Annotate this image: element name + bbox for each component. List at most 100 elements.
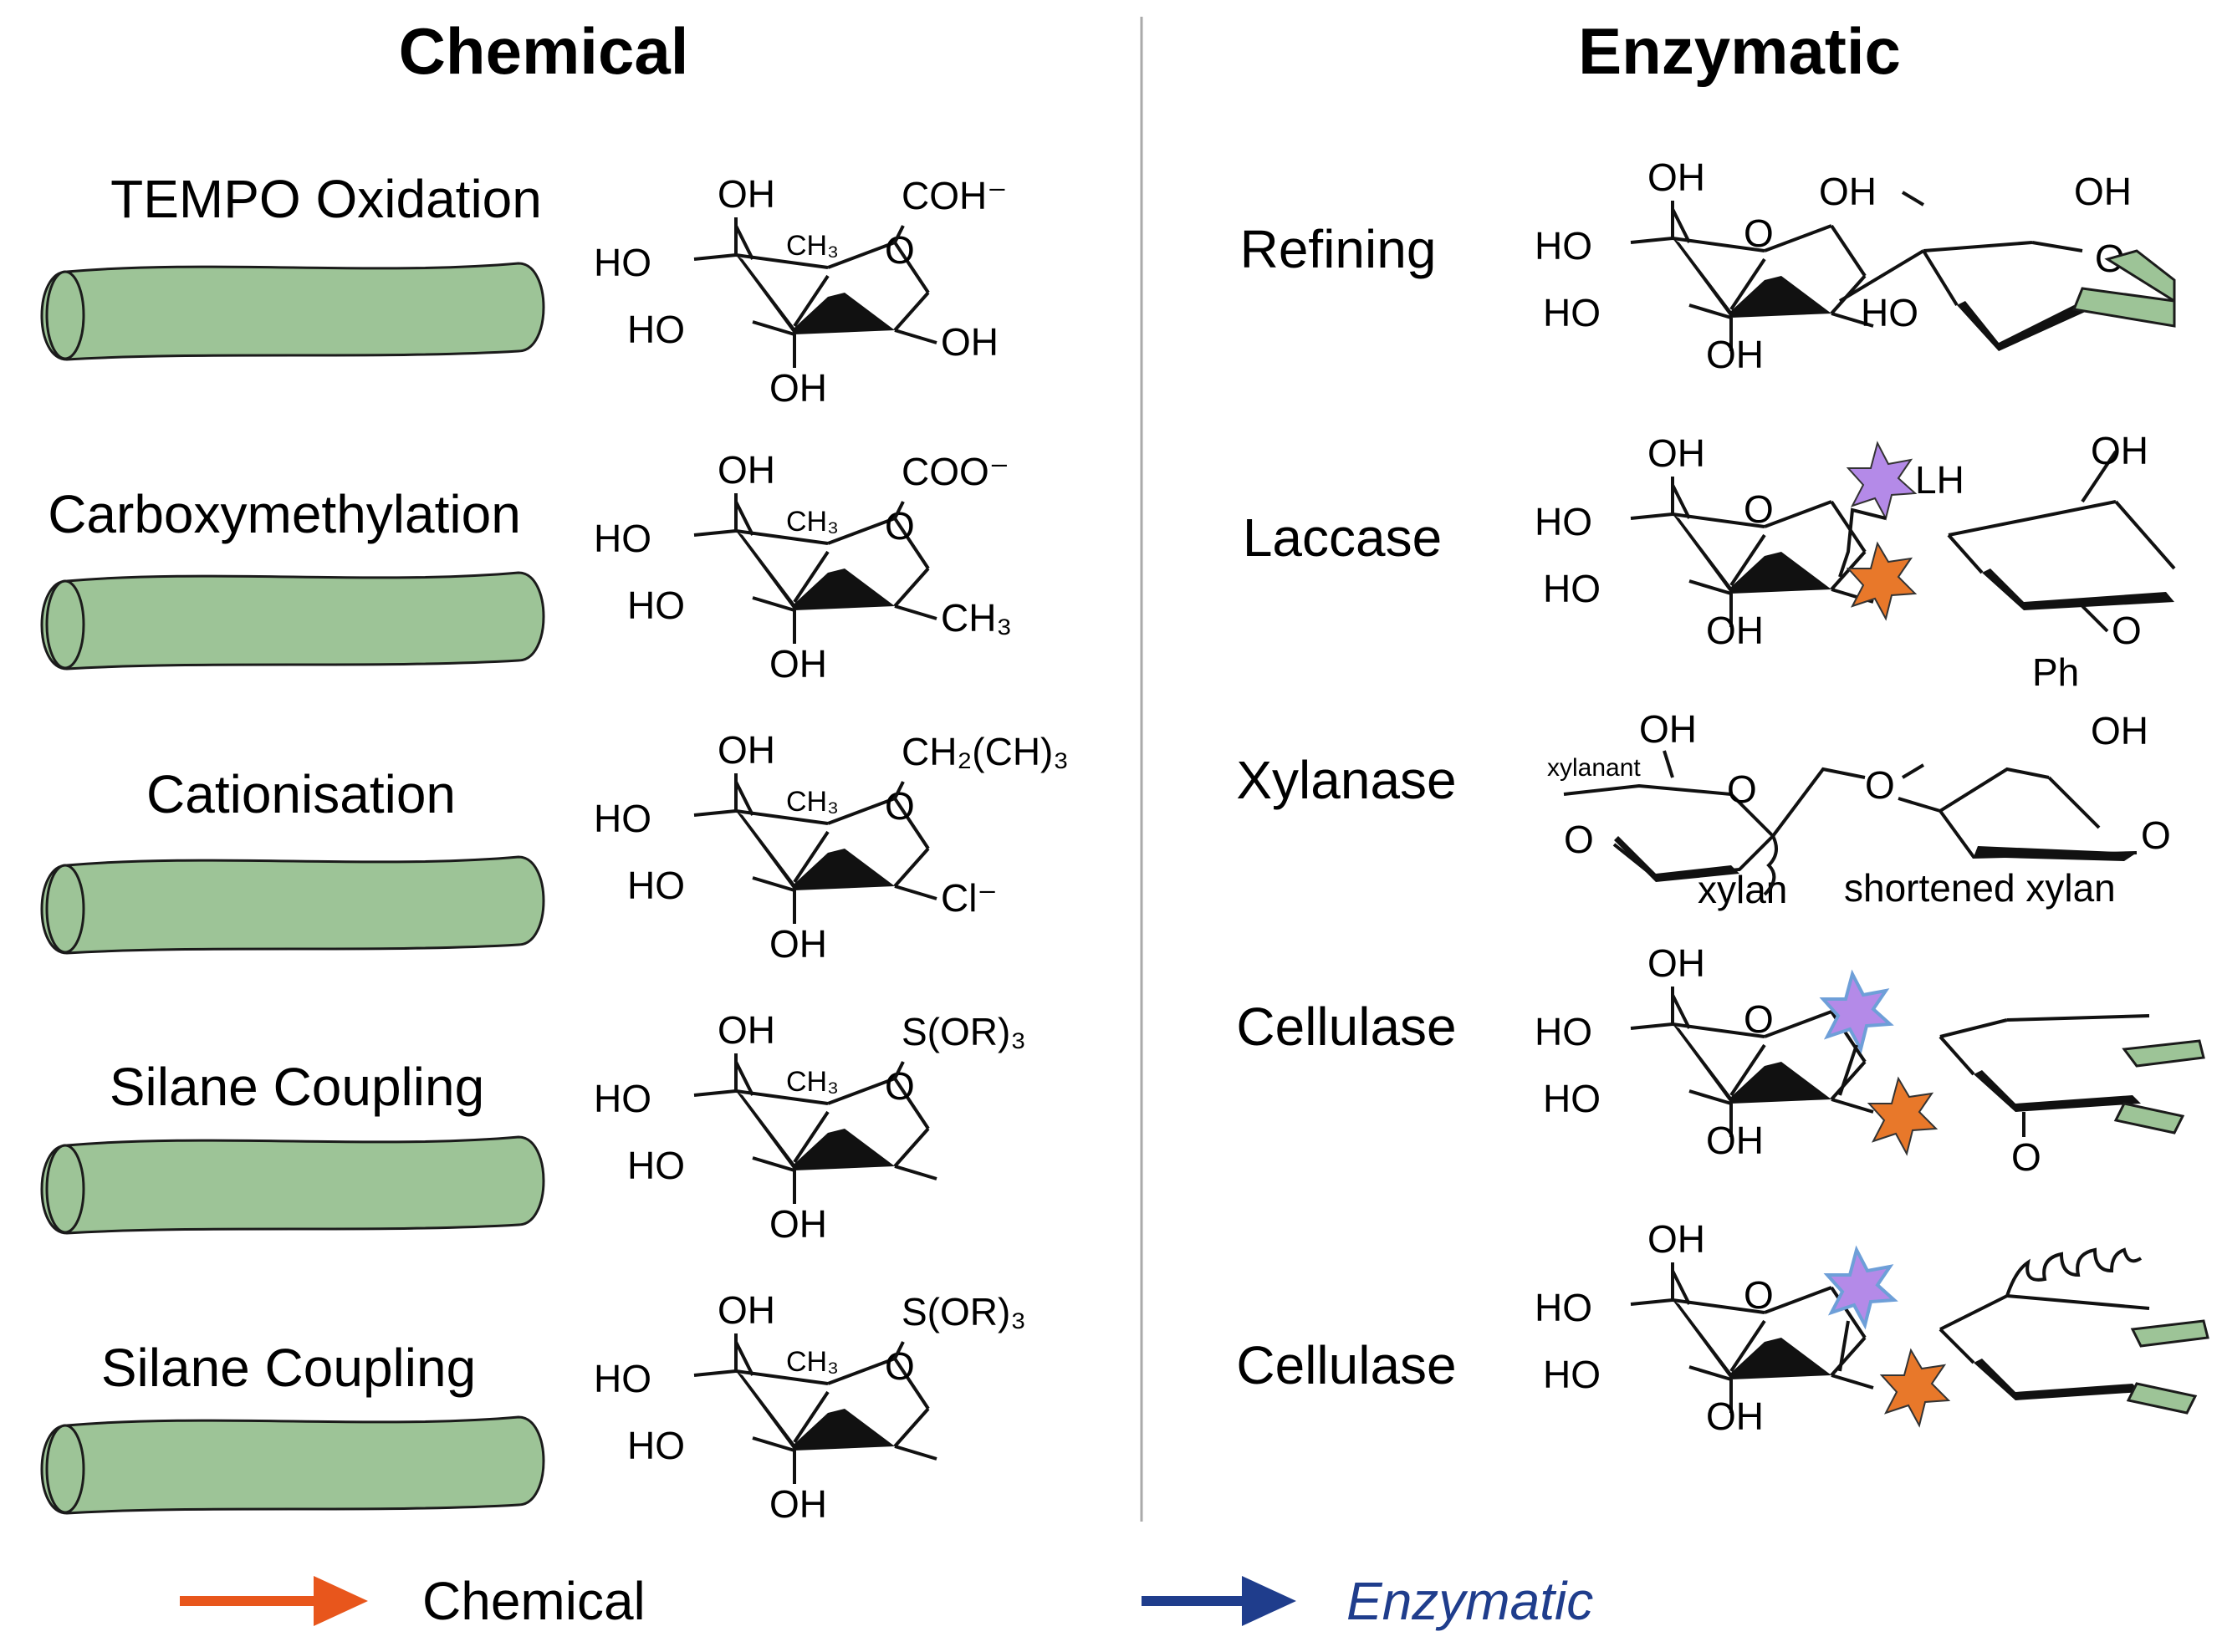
legend: Chemical Enzymatic xyxy=(180,1571,1593,1631)
oh-top: OH xyxy=(718,448,775,492)
substituent-top: S(OR)₃ xyxy=(902,1290,1026,1333)
chemical-label-1: TEMPO Oxidation xyxy=(110,169,542,229)
enzymatic-label-1: Refining xyxy=(1240,219,1437,279)
ether-o: O xyxy=(2011,1135,2041,1179)
lh-label: LH xyxy=(1915,458,1964,502)
oh-top: OH xyxy=(1639,707,1697,751)
fiber-2 xyxy=(40,571,545,670)
enzymatic-label-3: Xylanase xyxy=(1236,750,1456,810)
oh-right: OH xyxy=(2091,709,2148,752)
oh-mid: OH xyxy=(1819,170,1877,213)
oh-bottom: OH xyxy=(769,1482,827,1526)
ho-left: HO xyxy=(594,517,651,560)
ho-bottom-left: HO xyxy=(627,864,685,907)
enzymatic-header: Enzymatic xyxy=(1578,14,1901,88)
ho-left: HO xyxy=(594,1077,651,1120)
oh-top: OH xyxy=(1647,1217,1705,1261)
oh-top: OH xyxy=(1647,156,1705,199)
ether-o: O xyxy=(2112,609,2142,652)
chemical-label-3: Cationisation xyxy=(146,764,456,824)
chemical-row-3: Cationisation OH HO HO OH CH₃ O CH₂(CH)₃… xyxy=(40,728,1069,966)
oh-bottom: OH xyxy=(1706,333,1764,376)
ch3-group: CH₃ xyxy=(786,1066,839,1098)
ho-bottom-left: HO xyxy=(1543,567,1601,610)
orange-star-icon xyxy=(1879,1348,1951,1428)
enzymatic-arrow-icon xyxy=(1142,1576,1296,1626)
substituent-side: Cl⁻ xyxy=(941,876,998,920)
ho-left: HO xyxy=(594,241,651,284)
fiber-1 xyxy=(40,262,545,361)
enzymatic-row-xylanase: Xylanase xylanant OH O O xylan O OH O sh… xyxy=(1236,707,2170,911)
ch3-group: CH₃ xyxy=(786,786,839,818)
enzymatic-label-5: Cellulase xyxy=(1236,1335,1456,1395)
ch3-group: CH₃ xyxy=(786,1346,839,1378)
substituent-top: COO⁻ xyxy=(902,450,1009,493)
shortened-xylan-label: shortened xylan xyxy=(1844,866,2116,910)
fiber-5 xyxy=(40,1415,545,1515)
chemical-row-1: TEMPO Oxidation OH HO HO OH CH₃ O COH⁻ O… xyxy=(40,169,1008,410)
ring-o: O xyxy=(1744,212,1774,255)
fiber-fragment-cellulase-2 xyxy=(2126,1319,2209,1415)
oh-bottom: OH xyxy=(769,642,827,686)
enzymatic-row-refining: Refining OH HO HO OH O OH OH O HO xyxy=(1240,156,2176,376)
oh-bottom: OH xyxy=(769,922,827,966)
oh-bottom: OH xyxy=(1706,609,1764,652)
ch3-group: CH₃ xyxy=(786,506,839,538)
ho-bottom-left: HO xyxy=(627,584,685,627)
substituent-top: COH⁻ xyxy=(902,174,1008,217)
oh-bottom: OH xyxy=(1706,1119,1764,1162)
purple-star-icon xyxy=(1823,1245,1898,1330)
oh-bottom: OH xyxy=(1706,1395,1764,1438)
oh-top: OH xyxy=(1647,941,1705,985)
fiber-4 xyxy=(40,1135,545,1235)
ho-left: HO xyxy=(594,1357,651,1400)
ring-o: O xyxy=(1744,997,1774,1041)
ether-o: O xyxy=(1865,763,1895,807)
oh-top: OH xyxy=(718,172,775,216)
substituent-top: CH₂(CH)₃ xyxy=(902,730,1069,773)
chemical-label-4: Silane Coupling xyxy=(110,1057,484,1117)
chemical-label-2: Carboxymethylation xyxy=(48,484,521,544)
chemical-label-5: Silane Coupling xyxy=(101,1338,476,1398)
enzymatic-row-cellulase-1: Cellulase OH HO HO OH O O xyxy=(1236,941,2205,1179)
ho-bottom-left: HO xyxy=(1543,1353,1601,1396)
ho-bottom-left: HO xyxy=(627,1144,685,1187)
chemical-row-4: Silane Coupling OH HO HO OH CH₃ O S(OR)₃ xyxy=(40,1008,1026,1246)
substituent-side: OH xyxy=(941,320,999,364)
chemical-arrow-icon xyxy=(180,1576,368,1626)
orange-star-icon xyxy=(1846,541,1918,621)
ho-bottom-left: HO xyxy=(1543,291,1601,334)
chemical-header: Chemical xyxy=(399,14,689,88)
ho-left: HO xyxy=(1535,224,1592,268)
fiber-fragment-cellulase-1 xyxy=(2113,1039,2205,1134)
purple-star-icon xyxy=(1819,969,1894,1054)
enzymatic-row-laccase: Laccase OH HO HO OH O LH OH O Ph xyxy=(1243,429,2176,694)
purple-star-icon xyxy=(1846,441,1918,521)
ho-left: HO xyxy=(594,797,651,840)
ho-left: O xyxy=(1564,818,1594,861)
fiber-fragment-refining xyxy=(2071,249,2176,328)
fiber-3 xyxy=(40,855,545,955)
ho-right: HO xyxy=(1861,291,1918,334)
oh-top: OH xyxy=(1647,431,1705,475)
ho-bottom-left: HO xyxy=(627,1424,685,1467)
oh-top: OH xyxy=(718,728,775,772)
orange-star-icon xyxy=(1867,1076,1939,1156)
substituent-side: CH₃ xyxy=(941,596,1012,640)
ho-left: HO xyxy=(1535,1286,1592,1329)
xylanant-label: xylanant xyxy=(1547,754,1641,782)
ho-bottom-left: HO xyxy=(627,308,685,351)
ph-label: Ph xyxy=(2032,650,2079,694)
ring-o: O xyxy=(1744,1273,1774,1317)
oh-bottom: OH xyxy=(769,366,827,410)
ring-o-right: O xyxy=(2141,813,2171,857)
ho-bottom-left: HO xyxy=(1543,1077,1601,1120)
oh-right: OH xyxy=(2091,429,2148,472)
chemical-row-5: Silane Coupling OH HO HO OH CH₃ O S(OR)₃ xyxy=(40,1288,1026,1526)
oh-right: OH xyxy=(2074,170,2132,213)
ring-o: O xyxy=(1744,487,1774,531)
ho-left: HO xyxy=(1535,1010,1592,1053)
ring-o: O xyxy=(1727,767,1757,811)
ho-left: HO xyxy=(1535,500,1592,543)
